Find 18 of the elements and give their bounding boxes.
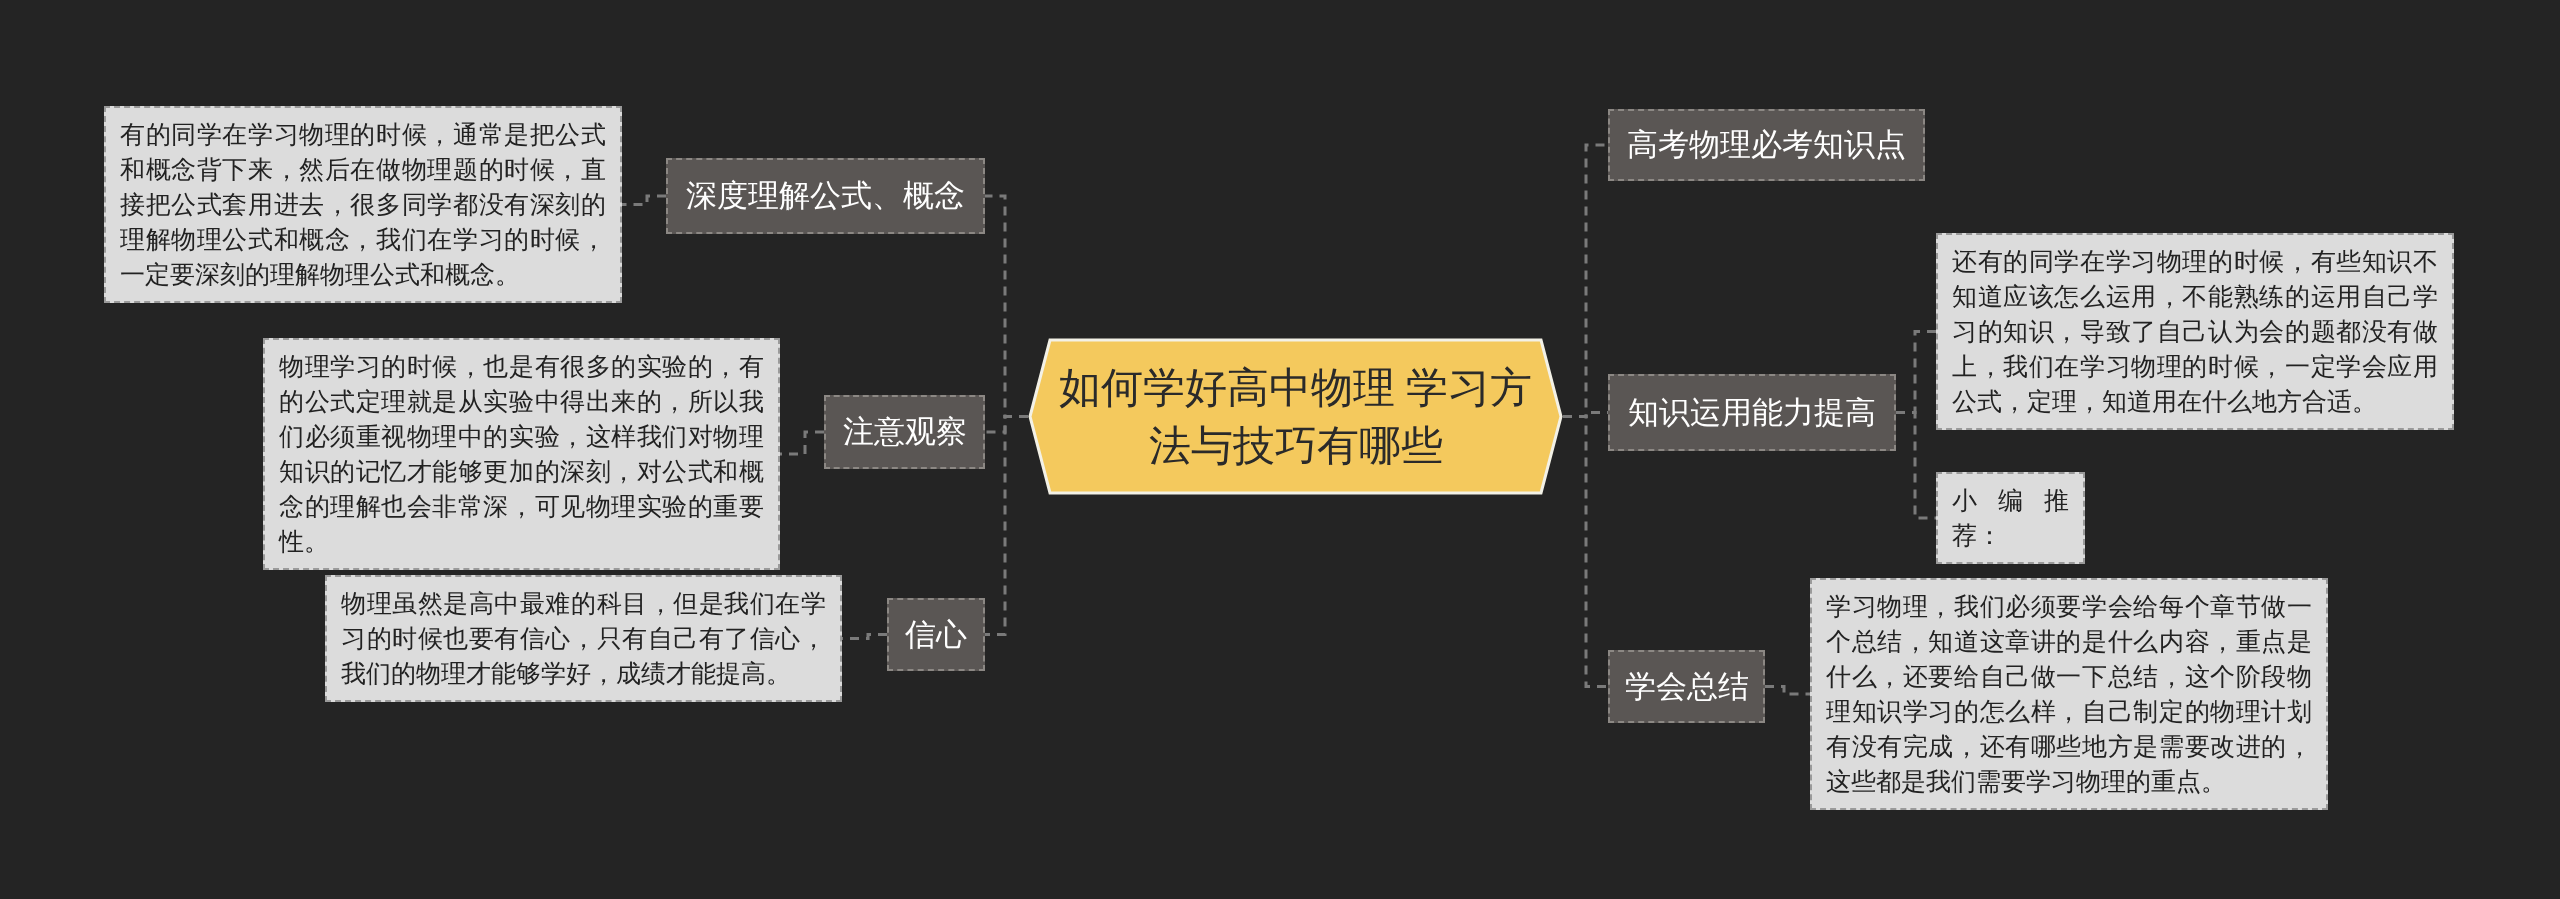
- note-box: 物理虽然是高中最难的科目，但是我们在学习的时候也要有信心，只有自己有了信心，我们的物理才能够学好，成绩才能提高。: [325, 575, 842, 702]
- title-hexagon: 如何学好高中物理 学习方法与技巧有哪些: [1028, 338, 1563, 495]
- topic-box: 注意观察: [824, 395, 985, 469]
- note-box: 有的同学在学习物理的时候，通常是把公式和概念背下来，然后在做物理题的时候，直接把公式套用进去，很多同学都没有深刻的理解物理公式和概念，我们在学习的时候，一定要深刻的理解物理公式和概念。: [104, 106, 622, 303]
- note-box: 还有的同学在学习物理的时候，有些知识不知道应该怎么运用，不能熟练的运用自己学习的知识，导致了自己认为会的题都没有做上，我们在学习物理的时候，一定学会应用公式，定理，知道用在什么地方合适。: [1936, 233, 2454, 430]
- topic-box: 知识运用能力提高: [1608, 374, 1896, 451]
- note-box: 物理学习的时候，也是有很多的实验的，有的公式定理就是从实验中得出来的，所以我们必须重视物理中的实验，这样我们对物理知识的记忆才能够更加的深刻，对公式和概念的理解也会非常深，可见物理实验的重要性。: [263, 338, 780, 570]
- topic-box: 深度理解公式、概念: [666, 158, 985, 234]
- connector-line: [1765, 685, 1810, 696]
- connector-line: [622, 194, 666, 206]
- topic-box: 高考物理必考知识点: [1608, 109, 1925, 181]
- topic-box: 学会总结: [1608, 650, 1765, 723]
- topic-box: 信心: [887, 598, 985, 671]
- connector-line: [1896, 411, 1936, 520]
- connector-line: [1563, 415, 1608, 688]
- connector-line: [985, 415, 1028, 636]
- note-box: 学习物理，我们必须要学会给每个章节做一个总结，知道这章讲的是什么内容，重点是什么，还要给自己做一下总结，这个阶段物理知识学习的怎么样，自己制定的物理计划有没有完成，还有哪些地方是需要改进的，这些都是我们需要学习物理的重点。: [1810, 578, 2328, 810]
- note-box: 小编推荐：: [1936, 472, 2085, 564]
